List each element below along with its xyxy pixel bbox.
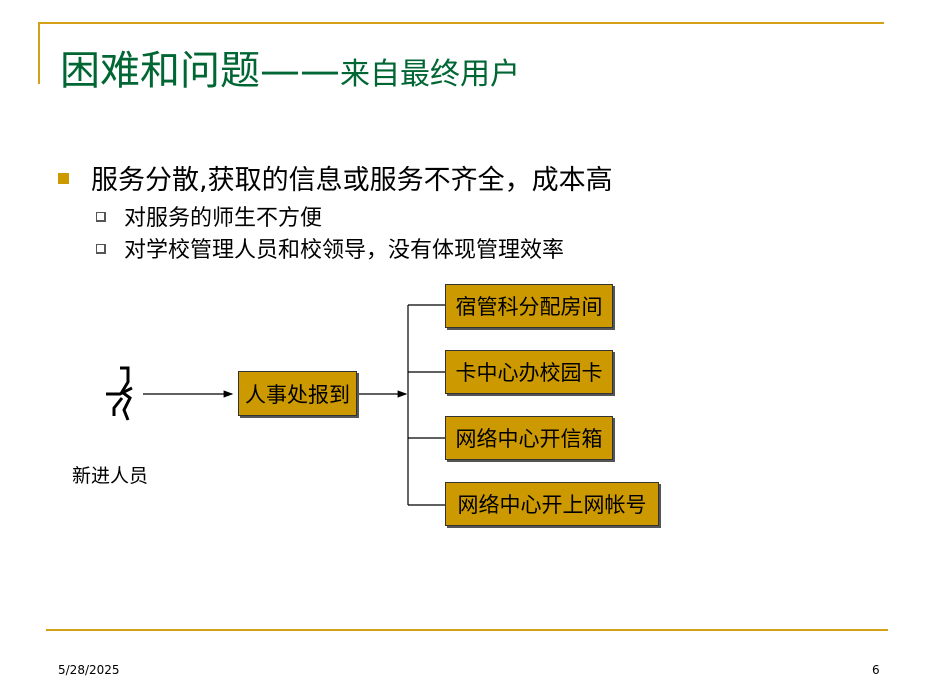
page-number: 6: [872, 663, 880, 677]
title-left-rule: [38, 22, 40, 84]
target-box: 卡中心办校园卡: [445, 350, 613, 394]
target-box: 网络中心开上网帐号: [445, 482, 659, 526]
bullet-text: 对服务的师生不方便: [124, 206, 323, 231]
bullet-text: 对学校管理人员和校领导，没有体现管理效率: [124, 238, 565, 263]
bullet-level2: 对学校管理人员和校领导，没有体现管理效率: [96, 232, 564, 264]
target-box: 宿管科分配房间: [445, 284, 613, 328]
footer-date: 5/28/2025: [58, 663, 120, 677]
square-bullet-icon: [58, 173, 69, 184]
title-top-rule: [38, 22, 884, 24]
hollow-square-bullet-icon: [96, 244, 106, 254]
title-main: 困难和问题——: [60, 48, 340, 94]
bullet-text: 服务分散,获取的信息或服务不齐全，成本高: [91, 165, 613, 196]
center-process-box: 人事处报到: [238, 371, 357, 416]
running-person-icon: [106, 366, 133, 421]
actor-label: 新进人员: [72, 465, 149, 487]
target-box: 网络中心开信箱: [445, 416, 613, 460]
hollow-square-bullet-icon: [96, 212, 106, 222]
footer-rule: [46, 629, 888, 631]
slide-title: 困难和问题——来自最终用户: [60, 38, 520, 96]
title-sub: 来自最终用户: [340, 57, 520, 92]
bullet-level1: 服务分散,获取的信息或服务不齐全，成本高: [58, 158, 613, 197]
bullet-level2: 对服务的师生不方便: [96, 200, 322, 232]
